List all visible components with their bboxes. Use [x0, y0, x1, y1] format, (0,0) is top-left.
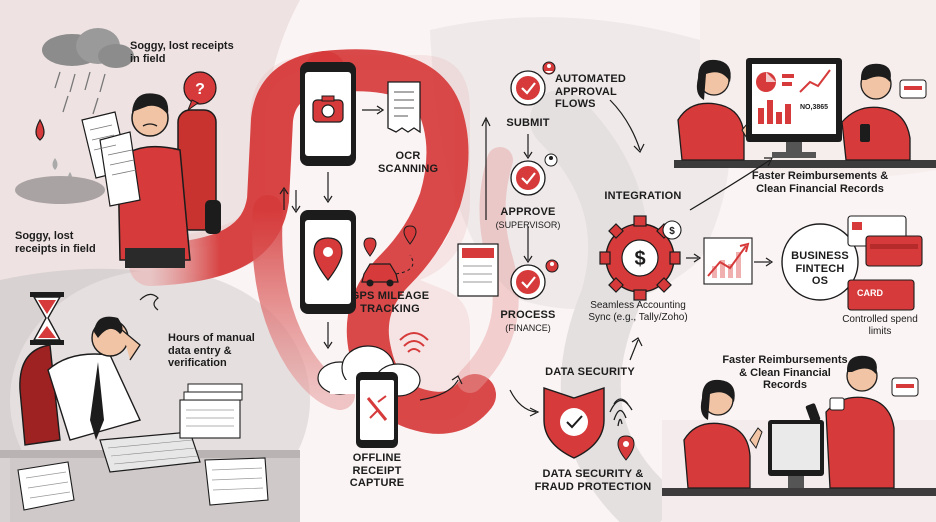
- user-icon: [542, 61, 556, 75]
- svg-text:?: ?: [195, 81, 205, 98]
- phone-offline: [356, 372, 398, 448]
- capture-arrows: [279, 116, 491, 401]
- process-label: PROCESS: [500, 309, 556, 321]
- wifi-icon: [399, 332, 429, 353]
- offline-capture-label: OFFLINE RECEIPT CAPTURE: [349, 452, 405, 490]
- document-icon: [457, 243, 499, 297]
- submit-label: SUBMIT: [506, 117, 550, 129]
- card-label: CARD: [857, 288, 883, 298]
- manual-entry-scene: [0, 292, 300, 522]
- monitor-figure: NO,3865: [800, 104, 829, 111]
- phone-ocr: [300, 62, 356, 166]
- reimbursement-scene-bottom: [662, 355, 936, 522]
- fintech-hub: [781, 223, 859, 301]
- faster-reimbursements-top-label: Faster Reimbursements & Clean Financial …: [751, 170, 889, 195]
- svg-text:$: $: [634, 248, 645, 270]
- soggy-receipts-label-top: Soggy, lost receipts in field: [130, 40, 234, 65]
- camera-icon: [312, 95, 344, 123]
- data-security-label: DATA SECURITY: [545, 366, 635, 378]
- phone-gps: [300, 210, 356, 314]
- location-pin-icon: [313, 237, 343, 281]
- check-circle-icon: [510, 160, 546, 196]
- check-circle-icon: [510, 70, 546, 106]
- car-icon: [361, 225, 417, 287]
- user-icon: [545, 259, 559, 273]
- accounting-sync-label: Seamless Accounting Sync (e.g., Tally/Zo…: [588, 300, 688, 323]
- faster-reimbursements-bottom-label: Faster Reimbursements & Clean Financial …: [722, 354, 848, 392]
- soggy-receipts-label-bottom: Soggy, lost receipts in field: [15, 230, 96, 255]
- location-pin-icon: [617, 435, 635, 461]
- approve-label: APPROVE: [500, 206, 556, 218]
- gps-mileage-label: GPS MILEAGE TRACKING: [350, 290, 430, 315]
- receipt-icon: [81, 111, 141, 207]
- integration-title: INTEGRATION: [604, 190, 682, 202]
- svg-text:$: $: [669, 226, 675, 237]
- check-circle-icon: [510, 264, 546, 300]
- shield-check-icon: [543, 387, 605, 459]
- line-chart-icon: [703, 237, 753, 285]
- user-icon: [544, 153, 558, 167]
- process-sublabel: (FINANCE): [505, 323, 551, 333]
- approval-flows-title: AUTOMATED APPROVAL FLOWS: [555, 73, 627, 111]
- reimbursement-scene-top: [674, 58, 936, 168]
- paper-stack: [179, 383, 243, 439]
- hourglass-icon: [30, 292, 64, 345]
- credit-card-icon: [847, 215, 923, 311]
- fraud-protection-label: DATA SECURITY & FRAUD PROTECTION: [534, 468, 652, 493]
- spend-limits-label: Controlled spend limits: [842, 314, 918, 337]
- fintech-hub-label: BUSINESS FINTECH OS: [791, 250, 849, 288]
- approve-sublabel: (SUPERVISOR): [495, 220, 561, 230]
- question-bubble-icon: ?: [183, 71, 217, 112]
- manual-entry-label: Hours of manual data entry & verificatio…: [168, 332, 255, 370]
- water-drop-icon: [35, 118, 45, 141]
- rain-cloud-icon: [42, 28, 134, 115]
- gear-dollar-icon: $ $: [599, 215, 682, 301]
- fingerprint-icon: [609, 398, 633, 427]
- ocr-scanning-label: OCR SCANNING: [378, 150, 439, 175]
- soggy-receipts-scene: ?: [15, 28, 221, 268]
- receipt-scan-icon: [362, 81, 421, 134]
- approval-flow: [510, 61, 645, 300]
